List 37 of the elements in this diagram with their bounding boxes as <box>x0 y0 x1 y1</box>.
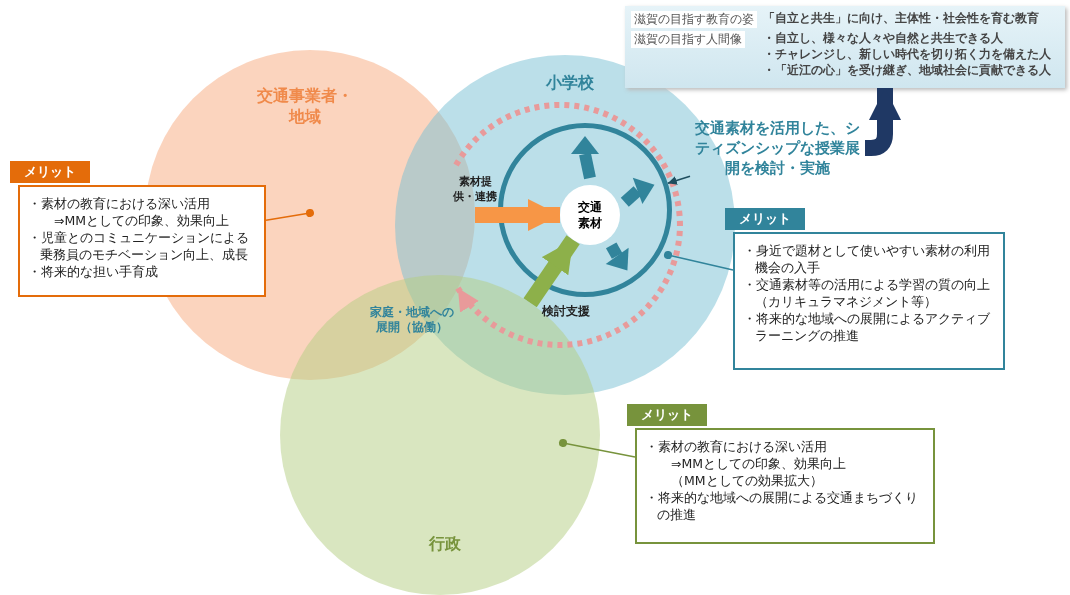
block-arrow <box>523 235 580 308</box>
bullet-text: ・素材の教育における深い活用 <box>645 438 828 455</box>
bullet-text: ・将来的な担い手育成 <box>28 263 159 280</box>
bullet-text: ⇒MMとしての印象、効果向上 <box>670 455 848 472</box>
bullet-text: ・将来的な地域への展開による交通まちづくりの推進 <box>645 489 919 523</box>
arrow <box>667 175 691 185</box>
annotation-text: 交通素材を活用した、シティズンシップな授業展開を検討・実施 <box>690 118 865 178</box>
bullet-text: ・身近で題材として使いやすい素材の利用機会の入手 <box>743 242 991 276</box>
leader-line <box>559 439 636 458</box>
center-circle <box>560 185 620 245</box>
tab-label: メリット <box>725 208 805 230</box>
tab-label: メリット <box>627 404 707 426</box>
bullet-text: ・将来的な地域への展開によるアクティブラーニングの推進 <box>743 310 991 344</box>
bullet-text: （MMとしての効果拡大） <box>670 472 824 489</box>
bullet-text: ⇒MMとしての印象、効果向上 <box>53 212 231 229</box>
row-text: ・自立し、様々な人々や自然と共生できる人 <box>763 31 1003 46</box>
block-arrow <box>863 88 901 156</box>
arrow <box>453 102 683 348</box>
goals-panel <box>625 6 1065 88</box>
bullet-text: ・交通素材等の活用による学習の質の向上（カリキュラマネジメント等） <box>743 276 991 310</box>
bullet-text: ・児童とのコミュニケーションによる乗務員のモチベーション向上、成長 <box>28 229 250 263</box>
row-label: 滋賀の目指す教育の姿 <box>631 11 757 28</box>
row-text: 「自立と共生」に向け、主体性・社会性を育む教育 <box>763 11 1039 26</box>
leader-line <box>664 251 734 271</box>
circle-title: 行政 <box>428 533 462 554</box>
circle-title: 小学校 <box>545 72 595 93</box>
edge-label: 素材提供・連携 <box>452 174 498 204</box>
row-label: 滋賀の目指す人間像 <box>631 31 745 48</box>
tab-label: メリット <box>10 161 90 183</box>
bullet-text: ・素材の教育における深い活用 <box>28 195 211 212</box>
edge-label: 家庭・地域への展開（協働） <box>369 305 455 335</box>
leader-line <box>265 209 314 222</box>
center-label: 交通素材 <box>577 199 603 231</box>
row-text: ・チャレンジし、新しい時代を切り拓く力を備えた人 <box>763 47 1051 62</box>
edge-label: 検討支援 <box>541 304 591 319</box>
row-text: ・「近江の心」を受け継ぎ、地域社会に貢献できる人 <box>763 63 1051 78</box>
circle-title: 交通事業者・地域 <box>256 85 354 127</box>
